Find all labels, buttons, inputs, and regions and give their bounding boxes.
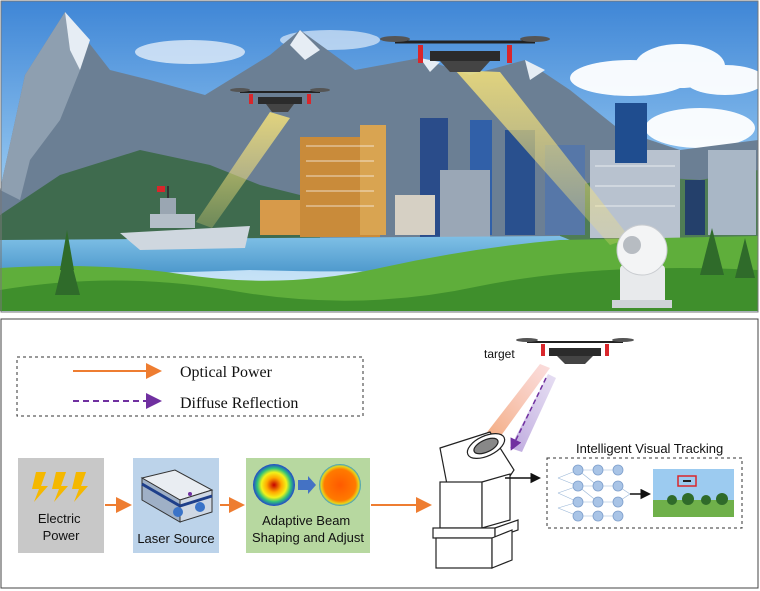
gaussian-spot-icon: [253, 464, 295, 506]
scene-border: [0, 0, 759, 313]
tracking-label: Intelligent Visual Tracking: [576, 441, 723, 456]
diagram-panel: [0, 318, 759, 589]
foreground-grass: [0, 228, 758, 311]
optical-power-label: Optical Power: [180, 364, 273, 381]
beam-shaping-label: Adaptive Beam Shaping and Adjust: [252, 513, 364, 545]
electric-power-label: Electric Power: [38, 511, 84, 543]
detection-box: [677, 475, 697, 487]
city-skyline: [260, 103, 756, 240]
diffuse-reflection-label: Diffuse Reflection: [180, 395, 298, 412]
legend: Optical Power Diffuse Reflection: [16, 356, 364, 417]
transform-arrow-icon: [298, 476, 316, 494]
beam-ship: [196, 112, 290, 228]
laser-turret-icon: [432, 431, 519, 569]
laser-device-icon: [140, 469, 214, 523]
beam-shaping-block: Adaptive Beam Shaping and Adjust: [246, 458, 370, 553]
laser-source-block: Laser Source: [133, 458, 219, 553]
tracking-box: [546, 457, 743, 529]
neural-network-icon: [557, 464, 631, 522]
legend-box: [16, 356, 364, 417]
drone-icon: [380, 36, 550, 72]
turret-icon: [612, 224, 672, 308]
beam-turret: [455, 70, 630, 245]
diffuse-return-arrow: [510, 377, 547, 451]
target-label: target: [484, 347, 515, 361]
electric-power-block: Electric Power: [18, 458, 104, 553]
tracking-snapshot-icon: [653, 469, 734, 517]
scene-illustration: [0, 0, 760, 313]
flattop-spot-icon: [319, 464, 361, 506]
tracking-block: Intelligent Visual Tracking: [546, 441, 743, 529]
laser-source-label: Laser Source: [137, 531, 214, 546]
emitted-beam: [481, 364, 550, 444]
reflected-beam: [510, 374, 556, 452]
ship-icon: [120, 186, 250, 250]
target-drone-icon: [516, 338, 634, 364]
lightning-icon: [32, 472, 88, 502]
drone-icon: [230, 88, 330, 112]
